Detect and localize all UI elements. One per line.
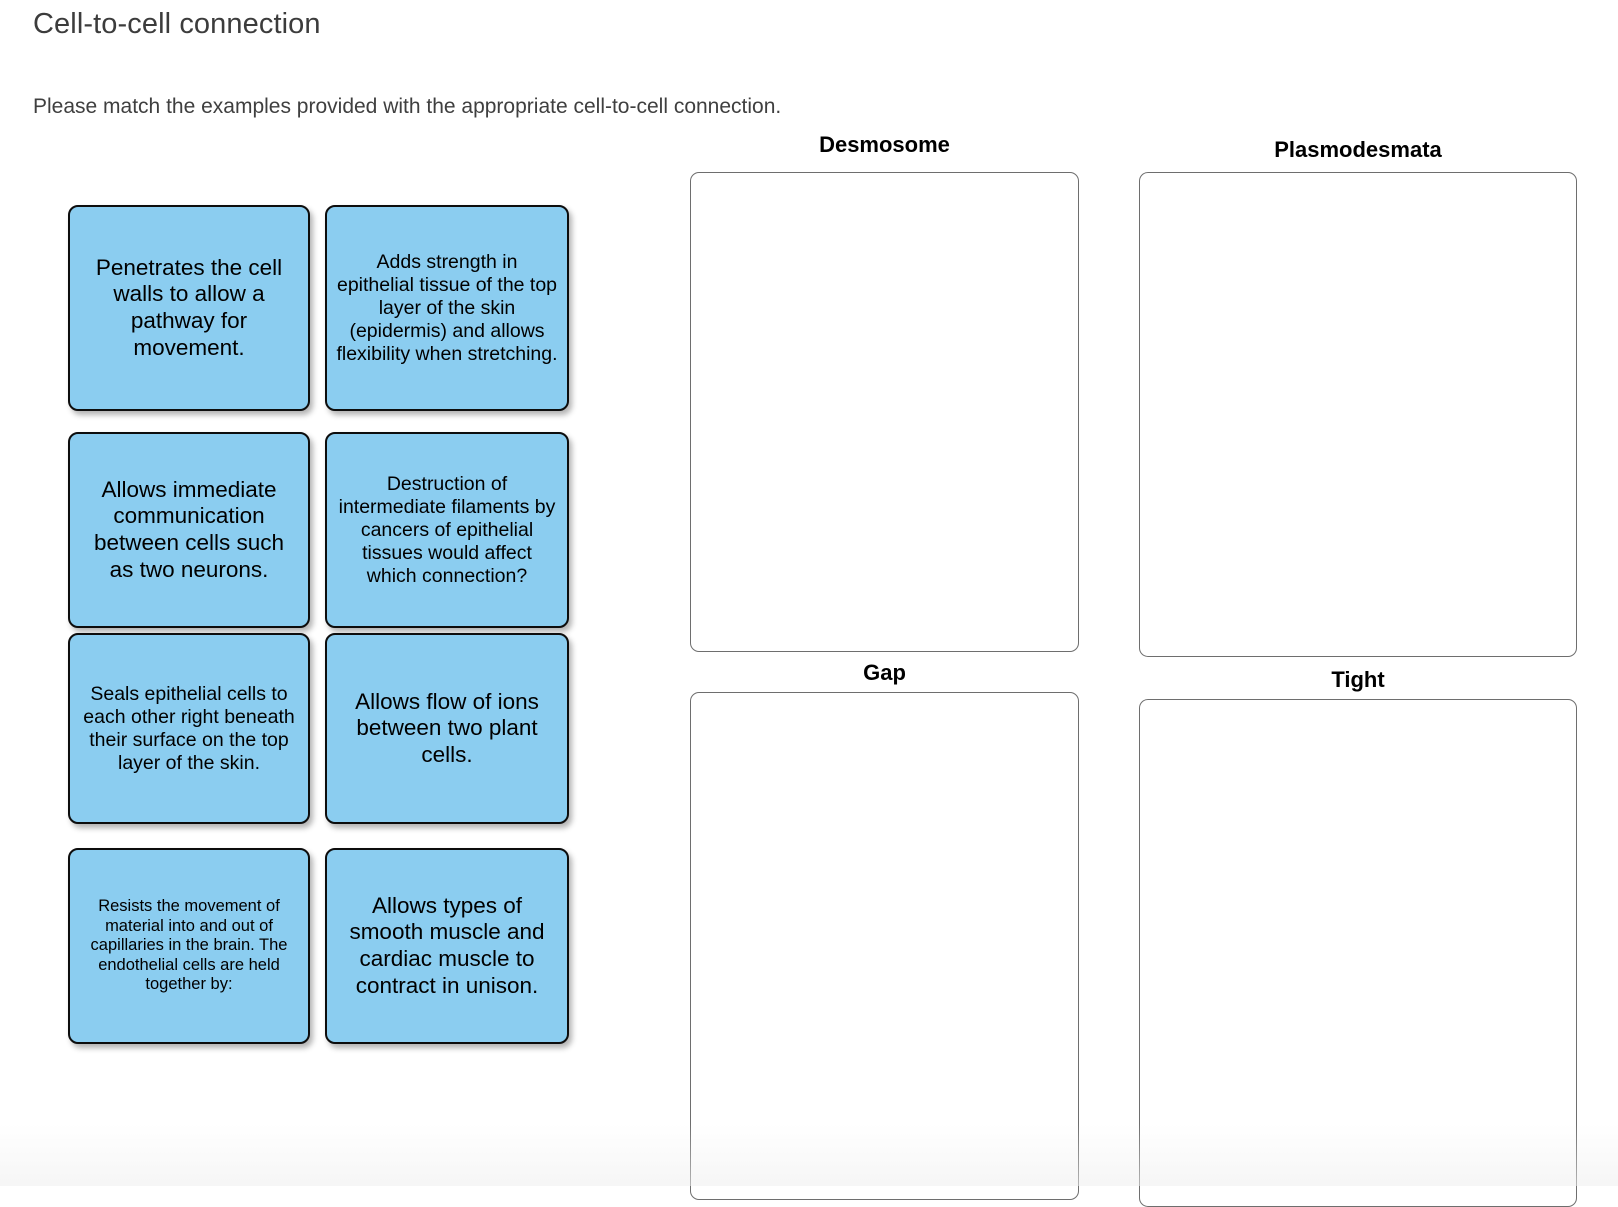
dropzone-box-plasmodesmata[interactable] [1139,172,1577,657]
example-card-1[interactable]: Penetrates the cell walls to allow a pat… [68,205,310,411]
example-card-2[interactable]: Adds strength in epithelial tissue of th… [325,205,569,411]
dropzone-label-tight: Tight [1331,667,1385,692]
dropzone-box-tight[interactable] [1139,699,1577,1207]
example-card-7[interactable]: Resists the movement of material into an… [68,848,310,1044]
example-card-text: Adds strength in epithelial tissue of th… [336,250,558,365]
example-card-text: Destruction of intermediate filaments by… [338,472,556,587]
page-instruction: Please match the examples provided with … [33,95,782,118]
example-card-5[interactable]: Seals epithelial cells to each other rig… [68,633,310,824]
example-card-text: Allows types of smooth muscle and cardia… [349,892,545,998]
dropzone-label-plasmodesmata: Plasmodesmata [1274,137,1442,162]
example-card-text: Penetrates the cell walls to allow a pat… [95,254,283,360]
example-card-4[interactable]: Destruction of intermediate filaments by… [325,432,569,628]
example-card-text: Seals epithelial cells to each other rig… [83,682,295,774]
dropzone-label-desmosome: Desmosome [819,132,950,157]
example-card-8[interactable]: Allows types of smooth muscle and cardia… [325,848,569,1044]
example-card-text: Resists the movement of material into an… [90,897,288,994]
page-title: Cell-to-cell connection [33,8,321,40]
example-card-6[interactable]: Allows flow of ions between two plant ce… [325,633,569,824]
example-card-3[interactable]: Allows immediate communication between c… [68,432,310,628]
example-card-text: Allows flow of ions between two plant ce… [355,688,539,767]
example-card-text: Allows immediate communication between c… [93,476,285,582]
dropzone-box-gap[interactable] [690,692,1079,1200]
dropzone-label-gap: Gap [863,660,906,685]
examples-panel: Penetrates the cell walls to allow a pat… [0,0,620,1186]
dropzone-box-desmosome[interactable] [690,172,1079,652]
